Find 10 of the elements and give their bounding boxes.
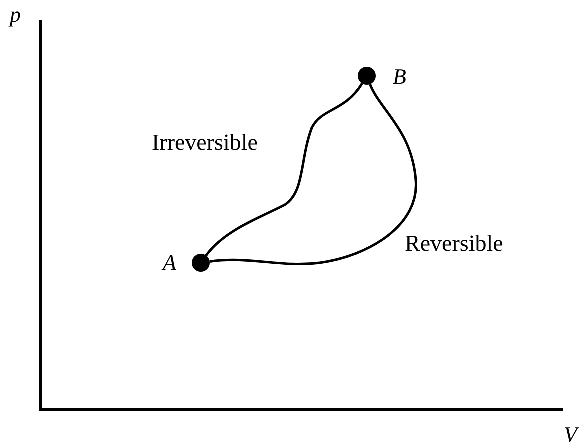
point-label: B — [393, 66, 406, 88]
axis-label: V — [564, 424, 578, 445]
edge-label: Reversible — [405, 232, 504, 255]
curve-path — [205, 82, 364, 256]
point-dot — [358, 67, 376, 85]
point-label: A — [163, 252, 176, 274]
point-dot — [192, 254, 210, 272]
curve-path — [210, 84, 418, 266]
axis-label: p — [10, 4, 21, 26]
edge-label: Irreversible — [152, 131, 258, 154]
